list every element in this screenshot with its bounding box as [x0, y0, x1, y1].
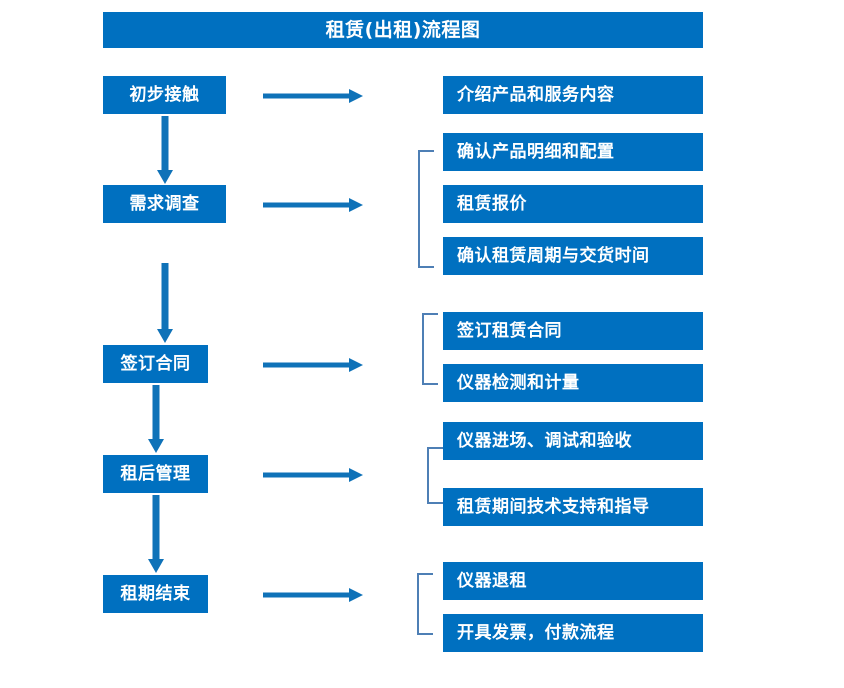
horizontal-arrow-2 [263, 197, 363, 212]
detail-label: 签订租赁合同 [457, 320, 562, 341]
stage-box-zuqi-jieshu[interactable]: 租期结束 [103, 575, 208, 613]
stage-label: 租期结束 [120, 583, 191, 604]
group-bracket-zuhou-guanli [427, 447, 443, 504]
diagram-title-banner: 租赁(出租)流程图 [103, 12, 703, 48]
detail-box-yiqi-jiance-jiliang[interactable]: 仪器检测和计量 [443, 364, 703, 402]
page-title: 租赁(出租)流程图 [325, 18, 481, 41]
detail-label: 仪器退租 [457, 570, 527, 591]
stage-label: 签订合同 [120, 353, 191, 374]
detail-label: 介绍产品和服务内容 [457, 84, 615, 105]
detail-box-jieshao-chanpin-fuwu[interactable]: 介绍产品和服务内容 [443, 76, 703, 114]
detail-label: 开具发票，付款流程 [457, 622, 615, 643]
detail-label: 确认租赁周期与交货时间 [457, 245, 650, 266]
stage-label: 需求调查 [129, 193, 200, 214]
vertical-arrow-3 [148, 385, 164, 453]
detail-box-yiqi-jinchang-tiaoshi[interactable]: 仪器进场、调试和验收 [443, 422, 703, 460]
detail-box-kaiju-fapiao-fukuan[interactable]: 开具发票，付款流程 [443, 614, 703, 652]
horizontal-arrow-5 [263, 587, 363, 602]
detail-box-yiqi-tuizu[interactable]: 仪器退租 [443, 562, 703, 600]
horizontal-arrow-4 [263, 467, 363, 482]
detail-box-zulin-baojia[interactable]: 租赁报价 [443, 185, 703, 223]
stage-box-xuqiu-diaocha[interactable]: 需求调查 [103, 185, 226, 223]
stage-box-chubu-jiechu[interactable]: 初步接触 [103, 76, 226, 114]
vertical-arrow-1 [157, 116, 173, 184]
detail-label: 租赁报价 [457, 193, 527, 214]
stage-box-zuhou-guanli[interactable]: 租后管理 [103, 455, 208, 493]
horizontal-arrow-3 [263, 357, 363, 372]
stage-label: 初步接触 [129, 84, 200, 105]
group-bracket-zuqi-jieshu [417, 573, 433, 635]
horizontal-arrow-1 [263, 88, 363, 103]
group-bracket-qianding-hetong [422, 313, 438, 385]
group-bracket-xuqiu-diaocha [418, 150, 434, 268]
detail-label: 确认产品明细和配置 [457, 141, 615, 162]
detail-box-queren-chanpin-mingxi[interactable]: 确认产品明细和配置 [443, 133, 703, 171]
detail-box-zulin-qijian-jishu-zhichi[interactable]: 租赁期间技术支持和指导 [443, 488, 703, 526]
vertical-arrow-2 [157, 263, 173, 343]
vertical-arrow-4 [148, 495, 164, 573]
detail-label: 仪器进场、调试和验收 [457, 430, 632, 451]
stage-box-qianding-hetong[interactable]: 签订合同 [103, 345, 208, 383]
detail-label: 租赁期间技术支持和指导 [457, 496, 650, 517]
detail-label: 仪器检测和计量 [457, 372, 580, 393]
stage-label: 租后管理 [120, 463, 191, 484]
detail-box-queren-zulin-zhouqi[interactable]: 确认租赁周期与交货时间 [443, 237, 703, 275]
detail-box-qianding-zulin-hetong[interactable]: 签订租赁合同 [443, 312, 703, 350]
